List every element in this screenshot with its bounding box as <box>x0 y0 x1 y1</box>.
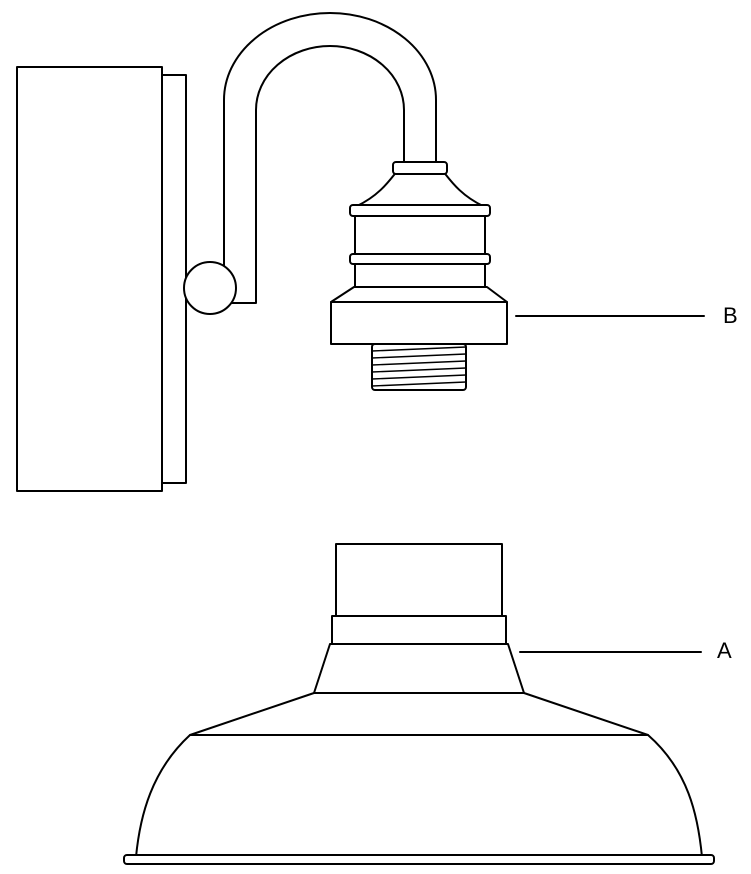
callout-label-b: B <box>723 303 738 328</box>
shade-assembly <box>123 543 715 865</box>
socket-assembly <box>330 161 508 391</box>
arm-knuckle-joint <box>183 261 237 315</box>
gooseneck-arm <box>183 12 437 315</box>
wall-backplate <box>16 66 187 492</box>
socket-thread <box>371 343 467 391</box>
callout-label-a: A <box>717 638 732 663</box>
shade-rim <box>123 854 715 865</box>
